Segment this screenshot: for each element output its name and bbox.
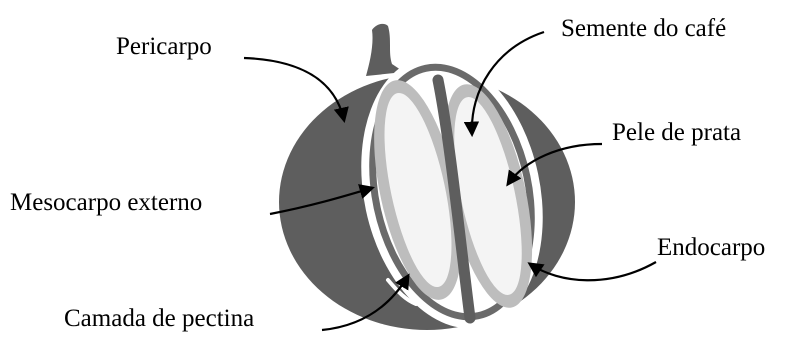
label-camada-de-pectina: Camada de pectina [64, 306, 254, 331]
cherry-stem [366, 24, 404, 76]
label-mesocarpo-externo: Mesocarpo externo [10, 190, 202, 215]
coffee-cherry-illustration [279, 24, 575, 345]
label-pericarpo: Pericarpo [116, 34, 212, 59]
label-semente-do-cafe: Semente do café [561, 16, 726, 41]
label-pele-de-prata: Pele de prata [612, 120, 741, 145]
label-endocarpo: Endocarpo [657, 235, 765, 260]
